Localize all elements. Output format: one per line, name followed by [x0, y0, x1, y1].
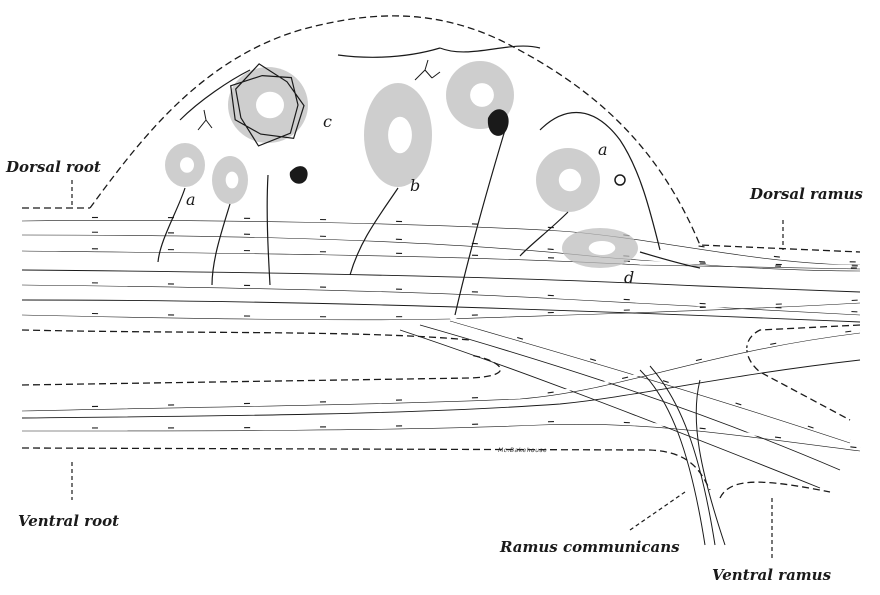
dorsal-fiber-2-inner [22, 235, 860, 271]
axon-cell-c [267, 175, 270, 285]
dorsal-fiber-thin-1 [22, 270, 860, 292]
label-dorsal-root: Dorsal root [6, 158, 101, 176]
ganglion-cell-a-right-nucleus [559, 169, 581, 191]
end-loop-a-right [615, 175, 625, 185]
nerve-lower-boundary [22, 330, 470, 340]
ganglion-cell-c-nucleus [256, 92, 284, 119]
axon-cell-a-left-1 [158, 188, 185, 262]
nerve-fibers [22, 217, 860, 545]
ganglion-cell-upper-right-nucleus [470, 83, 494, 107]
ventral-fiber-1-sheath [22, 330, 860, 408]
label-dorsal-ramus: Dorsal ramus [750, 185, 863, 203]
dendritic-terminal-left [198, 110, 212, 130]
ventral-fiber-2-sheath [22, 421, 860, 448]
capsule-fiber-1 [338, 48, 440, 57]
dendritic-terminal-b [415, 60, 440, 80]
ganglion-cell-b-nucleus [388, 117, 412, 153]
ventral-root-upper-boundary [22, 355, 500, 385]
cell-letter-d: d [624, 268, 634, 287]
axon-cell-a-left-2 [212, 204, 230, 285]
dorsal-fiber-4-inner [22, 285, 860, 315]
dorsal-fiber-thin-2 [22, 300, 860, 322]
ramus-fiber-1-sheath [450, 318, 850, 440]
label-ventral-root: Ventral root [18, 512, 119, 530]
axon-cell-b [350, 188, 398, 275]
label-ventral-ramus: Ventral ramus [712, 566, 831, 584]
ventral-fiber-1-outer [22, 330, 860, 408]
cell-letter-a-right: a [598, 140, 608, 159]
ventral-fiber-thin-1 [22, 360, 860, 418]
ventral-root-lower-boundary [22, 448, 710, 490]
ramus-communicans-leader [630, 492, 685, 530]
ganglion-cell-d-nucleus [589, 241, 616, 255]
cell-letter-a-left: a [186, 190, 196, 209]
cell-letter-b: b [410, 176, 420, 195]
cell-letter-c: c [323, 112, 332, 131]
end-bulb-c [290, 166, 308, 184]
label-ramus-communicans: Ramus communicans [500, 538, 680, 556]
ganglion-cell-a-left-1-nucleus [180, 157, 194, 172]
communicans-fiber-1 [640, 370, 705, 545]
ventral-ramus-boundary [720, 482, 830, 498]
capsule-fiber-2 [440, 46, 540, 52]
ganglion-cell-a-left-2-nucleus [226, 172, 239, 189]
dorsal-fiber-1-inner [22, 220, 860, 265]
artist-signature: Mc.Bakehouse [497, 447, 547, 454]
